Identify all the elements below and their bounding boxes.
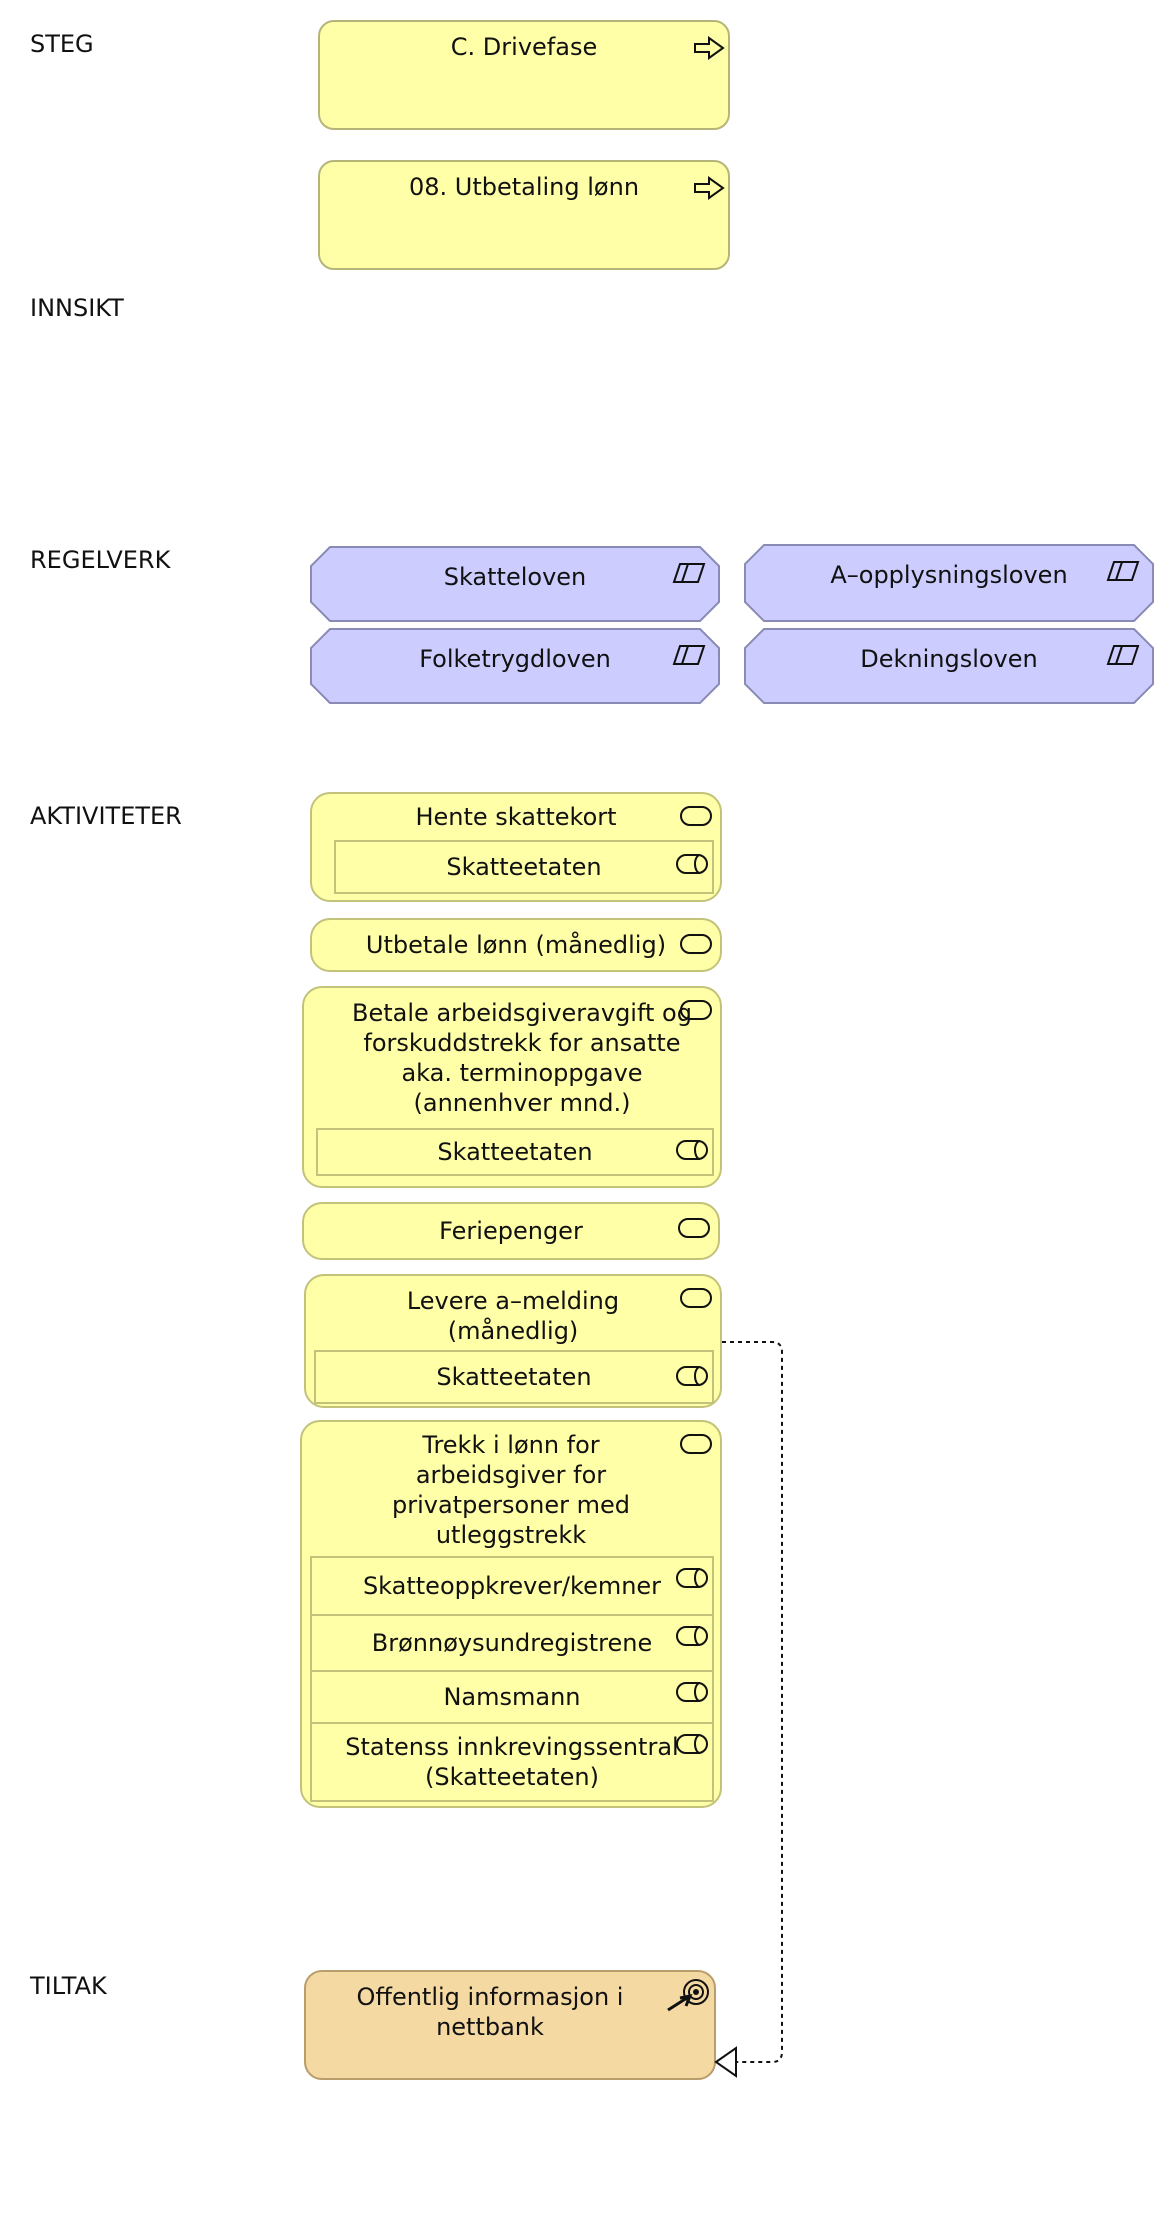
regulation-title: A–opplysningsloven [830,561,1068,589]
step-c-drivefase[interactable]: C. Drivefase [318,20,730,130]
actor-title: Namsmann [443,1683,581,1711]
step-title: 08. Utbetaling lønn [408,173,640,201]
actor-skatteoppkrever[interactable]: Skatteoppkrever/kemner [310,1556,714,1616]
business-service-icon [680,1288,712,1308]
application-service-icon [676,1140,708,1160]
actor-skatteetaten[interactable]: Skatteetaten [314,1350,714,1404]
tiltak-offentlig-informasjon[interactable]: Offentlig informasjon i nettbank [304,1970,716,2080]
regulation-dekningsloven[interactable]: Dekningsloven [744,628,1154,704]
actor-title: Skatteoppkrever/kemner [362,1572,662,1600]
process-arrow-icon [694,36,725,60]
actor-statens-innkrevingssentral[interactable]: Statenss innkrevingssentral (Skatteetate… [310,1722,714,1802]
requirement-icon [672,645,706,665]
activity-title: Levere a–melding (månedlig) [406,1287,620,1345]
activity-trekk-i-lonn[interactable]: Trekk i lønn for arbeidsgiver for privat… [300,1420,722,1808]
business-service-icon [680,934,712,954]
requirement-icon [1106,645,1140,665]
application-service-icon [676,1568,708,1588]
actor-namsmann[interactable]: Namsmann [310,1670,714,1724]
regulation-shape [744,544,1154,622]
step-title: C. Drivefase [450,33,598,61]
activity-title: Feriepenger [439,1217,583,1245]
activity-title: Hente skattekort [415,803,617,831]
regulation-title: Skatteloven [443,563,587,591]
activity-levere-a-melding[interactable]: Levere a–melding (månedlig) Skatteetaten [304,1274,722,1408]
activity-feriepenger[interactable]: Feriepenger [302,1202,720,1260]
business-service-icon [678,1218,710,1238]
activity-hente-skattekort[interactable]: Hente skattekort Skatteetaten [310,792,722,902]
actor-bronnoysundregistrene[interactable]: Brønnøysundregistrene [310,1614,714,1672]
application-service-icon [676,854,708,874]
lane-label-steg: STEG [30,30,94,58]
regulation-shape [310,546,720,622]
business-service-icon [680,806,712,826]
tiltak-title: Offentlig informasjon i nettbank [356,1983,624,2041]
application-service-icon [676,1682,708,1702]
business-service-icon [680,1000,712,1020]
application-service-icon [676,1626,708,1646]
lane-label-regelverk: REGELVERK [30,546,171,574]
regulation-folketrygdloven[interactable]: Folketrygdloven [310,628,720,704]
regulation-shape [744,628,1154,704]
activity-betale-arbeidsgiveravgift[interactable]: Betale arbeidsgiveravgift og forskuddstr… [302,986,722,1188]
application-service-icon [676,1366,708,1386]
actor-skatteetaten[interactable]: Skatteetaten [334,840,714,894]
regulation-skatteloven[interactable]: Skatteloven [310,546,720,622]
requirement-icon [1106,561,1140,581]
business-service-icon [680,1434,712,1454]
actor-title: Skatteetaten [446,853,602,881]
actor-title: Skatteetaten [436,1363,592,1391]
regulation-a-opplysningsloven[interactable]: A–opplysningsloven [744,544,1154,622]
requirement-icon [672,563,706,583]
regulation-title: Folketrygdloven [419,645,611,673]
lane-label-aktiviteter: AKTIVITETER [30,802,182,830]
regulation-title: Dekningsloven [860,645,1038,673]
activity-utbetale-lonn[interactable]: Utbetale lønn (månedlig) [310,918,722,972]
actor-skatteetaten[interactable]: Skatteetaten [316,1128,714,1176]
process-arrow-icon [694,176,725,200]
actor-title: Statenss innkrevingssentral (Skatteetate… [345,1733,679,1791]
actor-title: Skatteetaten [437,1138,593,1166]
activity-title: Betale arbeidsgiveravgift og forskuddstr… [352,999,692,1117]
lane-label-innsikt: INNSIKT [30,294,124,322]
regulation-shape [310,628,720,704]
activity-title: Utbetale lønn (månedlig) [365,931,667,959]
application-service-icon [676,1734,708,1754]
activity-title: Trekk i lønn for arbeidsgiver for privat… [392,1431,630,1549]
step-utbetaling-lonn[interactable]: 08. Utbetaling lønn [318,160,730,270]
goal-icon [667,1979,709,2012]
lane-label-tiltak: TILTAK [30,1972,107,2000]
actor-title: Brønnøysundregistrene [371,1629,653,1657]
